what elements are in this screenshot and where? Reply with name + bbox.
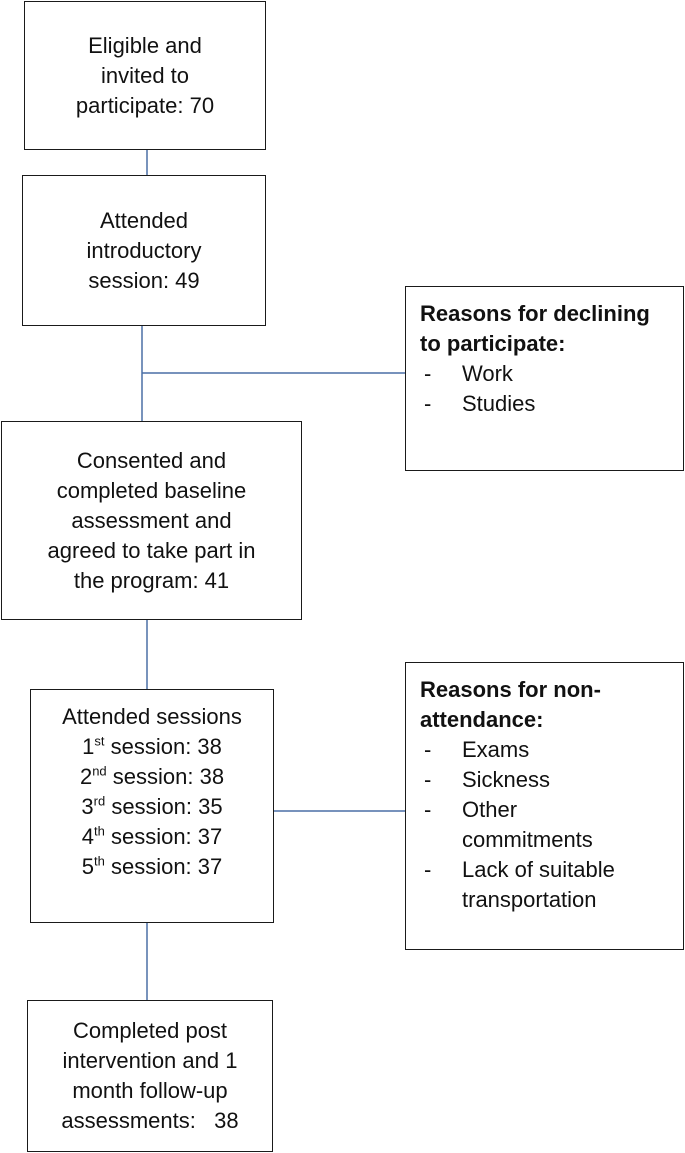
box-consented-line: completed baseline [56, 477, 247, 503]
session-count: session: 38 [104, 734, 222, 759]
reason-text: Other [462, 797, 518, 822]
session-row: 4th session: 37 [82, 822, 223, 852]
session-row: 1st session: 38 [82, 732, 222, 762]
box-consented-line: agreed to take part in [47, 537, 256, 563]
reason-text: transportation [462, 887, 597, 912]
declining-reason-item: Work [420, 359, 669, 389]
session-ordinal-suffix: th [94, 853, 105, 869]
reason-text: Exams [462, 737, 530, 762]
session-ordinal-suffix: th [94, 823, 105, 839]
declining-reason-item: Studies [420, 389, 669, 419]
session-number: 2 [79, 764, 93, 789]
attended-sessions-title: Attended sessions [62, 704, 242, 729]
session-number: 4 [81, 824, 94, 849]
nonattendance-reasons-list: Exams Sickness Other commitments Lack of … [420, 735, 669, 915]
box-introductory-line: introductory [86, 237, 202, 263]
box-eligible-line: invited to [100, 62, 190, 88]
session-number: 5 [81, 854, 94, 879]
box-introductory: Attended introductory session: 49 [22, 175, 266, 326]
box-introductory-line: session: 49 [88, 267, 200, 293]
session-number: 1 [82, 734, 95, 759]
session-ordinal-suffix: nd [92, 763, 107, 779]
session-number: 3 [81, 794, 94, 819]
box-consented-line: Consented and [76, 447, 227, 473]
session-ordinal-suffix: st [94, 733, 105, 749]
box-completed-line: assessments: 38 [61, 1108, 239, 1133]
reason-text: Lack of suitable [462, 857, 615, 882]
box-consented-line: assessment and [71, 507, 232, 533]
box-introductory-line: Attended [99, 207, 189, 233]
nonattendance-reason-item: Other commitments [420, 795, 669, 855]
nonattendance-heading-line: Reasons for non- [420, 677, 601, 702]
session-row: 3rd session: 35 [81, 792, 222, 822]
nonattendance-reason-item: Lack of suitable transportation [420, 855, 669, 915]
box-completed-line: intervention and 1 [62, 1048, 238, 1073]
session-ordinal-suffix: rd [93, 793, 106, 809]
box-completed-line: month follow-up [72, 1078, 228, 1103]
box-eligible: Eligible and invited to participate: 70 [24, 1, 266, 150]
declining-heading-line: to participate: [420, 331, 566, 356]
session-count: session: 38 [106, 764, 225, 789]
session-count: session: 37 [104, 824, 223, 849]
nonattendance-heading-line: attendance: [420, 707, 544, 732]
box-eligible-line: Eligible and [88, 32, 202, 58]
box-eligible-line: participate: 70 [75, 92, 215, 118]
box-reasons-declining: Reasons for declining to participate: Wo… [405, 286, 684, 471]
session-row: 5th session: 37 [82, 852, 223, 882]
box-attended-sessions: Attended sessions 1st session: 38 2nd se… [30, 689, 274, 923]
box-completed-line: Completed post [72, 1018, 228, 1043]
reason-text: commitments [462, 827, 593, 852]
reason-text: Sickness [462, 767, 551, 792]
session-count: session: 35 [105, 794, 223, 819]
box-consented-line: the program: 41 [73, 567, 230, 593]
box-consented: Consented and completed baseline assessm… [1, 421, 302, 620]
session-count: session: 37 [104, 854, 223, 879]
declining-reasons-list: Work Studies [420, 359, 669, 419]
nonattendance-reason-item: Sickness [420, 765, 669, 795]
box-reasons-nonattendance: Reasons for non- attendance: Exams Sickn… [405, 662, 684, 950]
box-completed: Completed post intervention and 1 month … [27, 1000, 273, 1152]
session-row: 2nd session: 38 [80, 762, 224, 792]
declining-heading-line: Reasons for declining [420, 301, 650, 326]
nonattendance-reason-item: Exams [420, 735, 669, 765]
